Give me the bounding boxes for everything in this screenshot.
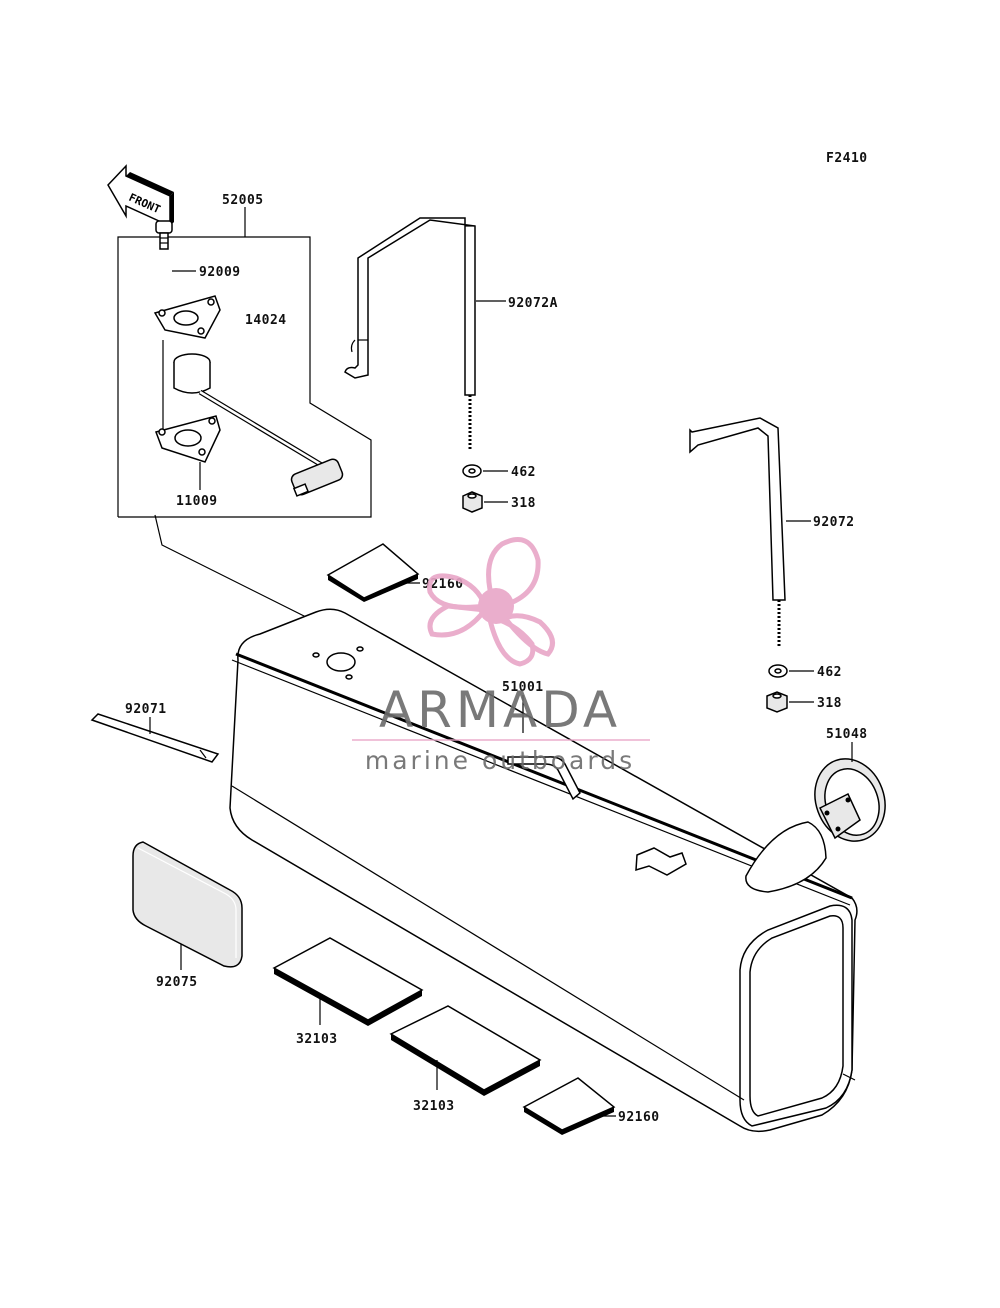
band-92071 (90, 713, 220, 763)
label-52005: 52005 (222, 193, 264, 208)
label-92009: 92009 (199, 265, 241, 280)
figure-code: F2410 (826, 151, 868, 166)
label-462-b: 462 (817, 665, 842, 680)
label-14024: 14024 (245, 313, 287, 328)
cap-51048 (814, 742, 886, 842)
strap-92072 (689, 417, 811, 648)
front-arrow-icon: FRONT (107, 164, 174, 228)
label-318-a: 318 (511, 496, 536, 511)
watermark-title: ARMADA (379, 681, 621, 739)
pad-92160-b (522, 1077, 616, 1135)
pad-92075 (132, 841, 243, 970)
label-11009: 11009 (176, 494, 218, 509)
label-32103-b: 32103 (413, 1099, 455, 1114)
bolt-92009 (155, 220, 196, 272)
propeller-logo-icon (427, 537, 555, 667)
nut-318-b (766, 691, 814, 713)
washer-462-b (768, 664, 814, 678)
pad-32103-a (272, 937, 424, 1026)
label-92071: 92071 (125, 702, 167, 717)
label-92072: 92072 (813, 515, 855, 530)
watermark-subtitle: marine outboards (365, 746, 635, 775)
washer-462-a (462, 464, 508, 478)
label-92072A: 92072A (508, 296, 558, 311)
label-51001: 51001 (502, 680, 544, 695)
strap-92072A (344, 217, 506, 450)
pad-92160-a (326, 543, 420, 602)
assembly-52005-box (117, 207, 372, 518)
watermark: ARMADA marine outboards (352, 537, 650, 775)
label-318-b: 318 (817, 696, 842, 711)
pad-32103-b (389, 1005, 542, 1096)
label-462-a: 462 (511, 465, 536, 480)
fuel-sender-unit (162, 340, 344, 497)
label-92075: 92075 (156, 975, 198, 990)
label-51048: 51048 (826, 727, 868, 742)
plate-14024 (153, 295, 221, 339)
gasket-11009 (155, 415, 221, 490)
label-92160-b: 92160 (618, 1110, 660, 1125)
nut-318-a (462, 491, 508, 513)
label-32103-a: 32103 (296, 1032, 338, 1047)
